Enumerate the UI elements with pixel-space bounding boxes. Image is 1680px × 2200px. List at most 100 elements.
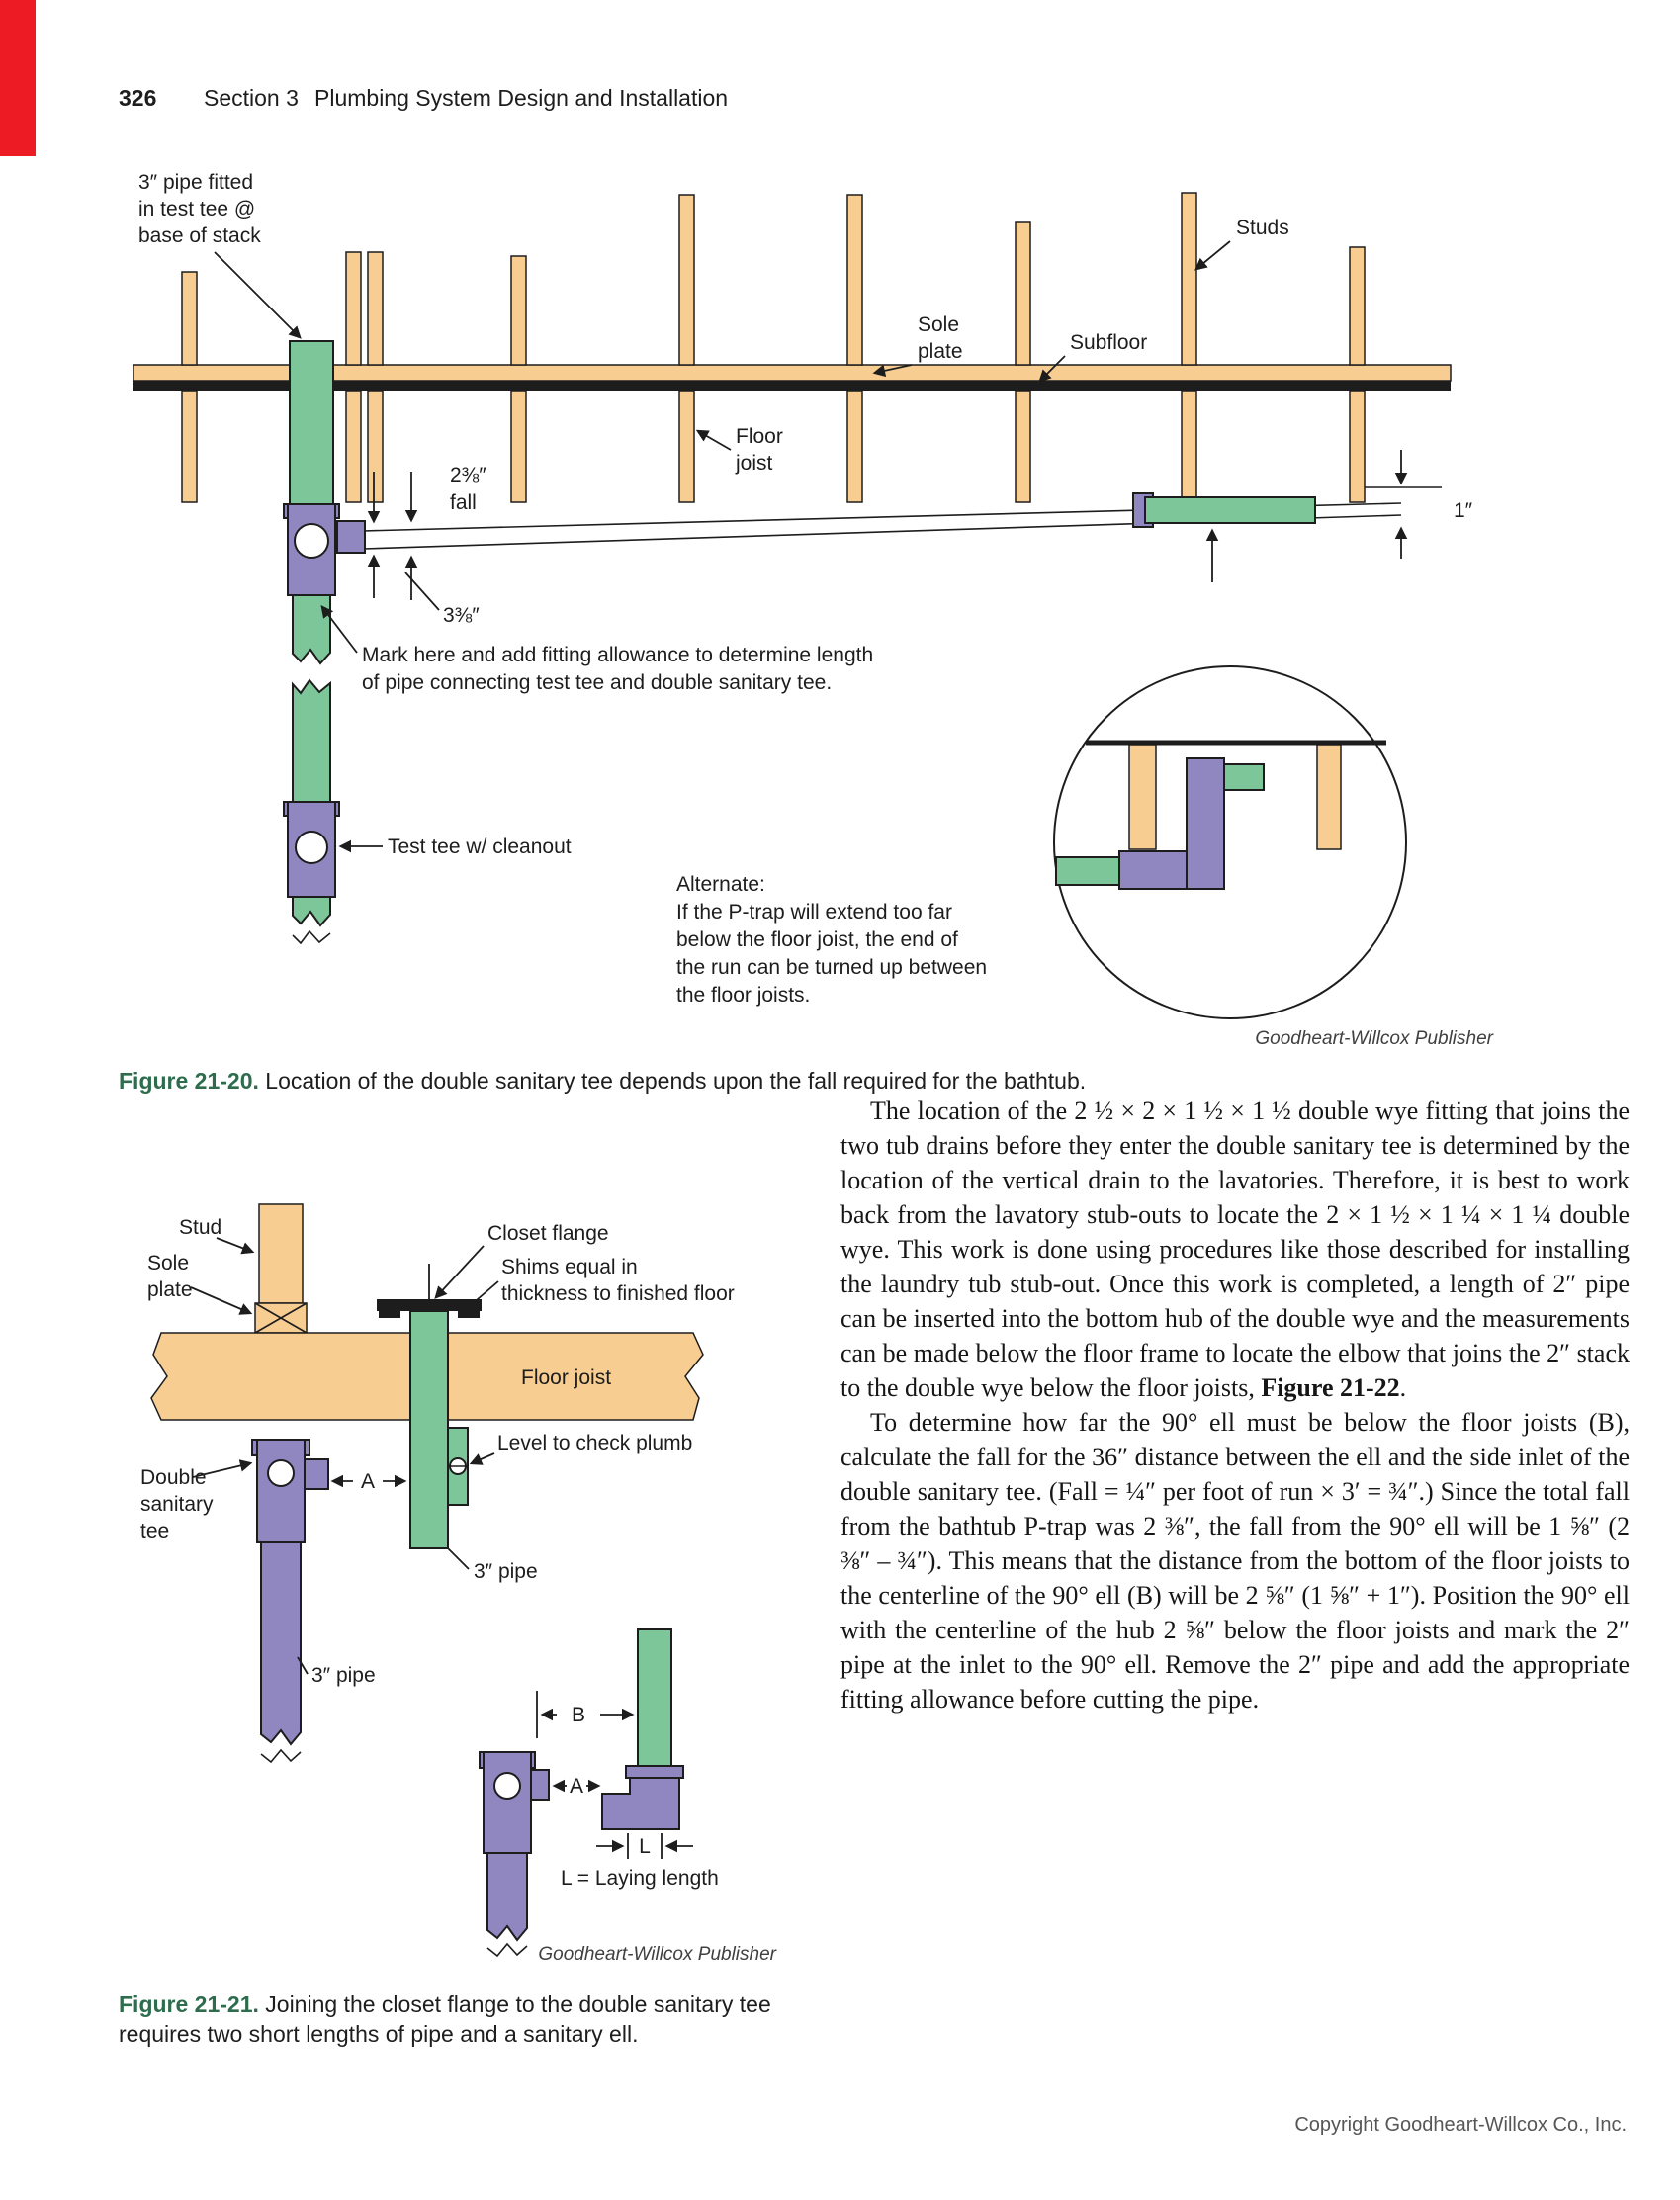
sole-plate-block bbox=[254, 1302, 308, 1334]
detail-tee bbox=[479, 1751, 550, 1854]
level-tool bbox=[447, 1427, 469, 1506]
fig20-callouts: 3″ pipe fitted in test tee @ base of sta… bbox=[138, 171, 1289, 1007]
label-mark-here-2: of pipe connecting test tee and double s… bbox=[362, 671, 832, 694]
double-sanitary-tee bbox=[251, 1439, 329, 1543]
para1-text: The location of the 2 ½ × 2 × 1 ½ × 1 ½ … bbox=[840, 1097, 1630, 1402]
ell-hub bbox=[625, 1765, 684, 1779]
stud bbox=[258, 1203, 304, 1304]
stack-pipe-below-tee bbox=[260, 1541, 302, 1746]
label-alternate-5: the floor joists. bbox=[676, 984, 810, 1007]
ell-inlet-pipe bbox=[637, 1628, 672, 1767]
chapter-title: Plumbing System Design and Installation bbox=[314, 85, 729, 111]
label-double-tee-1: Double bbox=[140, 1466, 207, 1489]
label-test-tee: Test tee w/ cleanout bbox=[388, 836, 572, 858]
shim-left bbox=[379, 1311, 400, 1318]
label-sole-plate-2: plate bbox=[147, 1278, 193, 1301]
fall-dimension-right: 1″ bbox=[1205, 450, 1473, 582]
label-3-3-8: 3⅜″ bbox=[443, 604, 480, 627]
label-fall-word: fall bbox=[450, 491, 477, 514]
fig21-credit: Goodheart-Willcox Publisher bbox=[538, 1944, 776, 1965]
figure-21-21-diagram: Floor joist A bbox=[140, 1203, 735, 1958]
label-double-tee-3: tee bbox=[140, 1520, 169, 1542]
fig20-caption: Figure 21-20. Location of the double san… bbox=[119, 1066, 1572, 1096]
page-number: 326 bbox=[119, 85, 157, 111]
tee-side-outlet bbox=[336, 520, 366, 554]
tee-hub-opening bbox=[294, 523, 329, 559]
fig21-callouts: Stud Sole plate Closet flange Shims equa… bbox=[140, 1216, 735, 1687]
body-text-column: The location of the 2 ½ × 2 × 1 ½ × 1 ½ … bbox=[840, 1094, 1630, 1716]
cleanout-opening bbox=[295, 831, 328, 864]
figure-21-20-diagram: 2⅜″ fall 3⅜″ 1″ 3″ pipe fitted in test t… bbox=[133, 171, 1473, 1019]
shim-right bbox=[458, 1311, 480, 1318]
fig20-caption-text: Location of the double sanitary tee depe… bbox=[265, 1068, 1087, 1094]
label-1-inch: 1″ bbox=[1454, 499, 1473, 522]
label-floor-joist-2: joist bbox=[735, 452, 773, 475]
stack-pipe-break-top bbox=[292, 594, 331, 665]
label-shims-1: Shims equal in bbox=[501, 1256, 638, 1278]
label-shims-2: thickness to finished floor bbox=[501, 1282, 735, 1305]
label-mark-here-1: Mark here and add fitting allowance to d… bbox=[362, 644, 873, 666]
detail-inlet-pipe bbox=[1055, 856, 1122, 886]
label-sole-plate-1: Sole bbox=[918, 313, 959, 336]
label-studs: Studs bbox=[1236, 217, 1289, 239]
label-a1: A bbox=[361, 1470, 375, 1493]
fig21-caption: Figure 21-21. Joining the closet flange … bbox=[119, 1989, 779, 2049]
p-trap-detail-circle bbox=[1053, 665, 1407, 1019]
fig21-caption-label: Figure 21-21. bbox=[119, 1991, 259, 2017]
stack-pipe-stub bbox=[292, 896, 331, 927]
test-tee bbox=[283, 801, 340, 898]
label-alternate-2: If the P-trap will extend too far bbox=[676, 901, 952, 924]
label-closet-flange: Closet flange bbox=[487, 1222, 609, 1245]
fall-dimension-left: 2⅜″ fall 3⅜″ bbox=[367, 464, 486, 627]
floor-joists bbox=[181, 390, 1366, 503]
label-level: Level to check plumb bbox=[497, 1432, 692, 1454]
label-fall-value: 2⅜″ bbox=[450, 464, 486, 486]
detail-joist-right bbox=[1316, 744, 1342, 850]
label-a2: A bbox=[570, 1775, 583, 1798]
label-laying-length: L = Laying length bbox=[561, 1867, 719, 1890]
label-floor-joist: Floor joist bbox=[521, 1366, 611, 1389]
label-pipe-fitted-3: base of stack bbox=[138, 224, 261, 247]
para1-period: . bbox=[1399, 1373, 1407, 1402]
label-3in-pipe-purple: 3″ pipe bbox=[311, 1664, 376, 1687]
label-stud: Stud bbox=[179, 1216, 221, 1239]
closet-flange bbox=[377, 1264, 482, 1318]
label-subfloor: Subfloor bbox=[1070, 331, 1147, 354]
chapter-edge-tab bbox=[0, 0, 36, 156]
soil-stack bbox=[283, 340, 366, 945]
label-double-tee-2: sanitary bbox=[140, 1493, 214, 1516]
label-alternate-1: Alternate: bbox=[676, 873, 765, 896]
dimension-b: B bbox=[536, 1691, 635, 1738]
closet-riser-pipe bbox=[409, 1310, 449, 1549]
fig20-caption-label: Figure 21-20. bbox=[119, 1068, 259, 1094]
tee-side-outlet bbox=[304, 1458, 329, 1490]
p-trap-riser bbox=[1186, 757, 1225, 890]
label-alternate-3: below the floor joist, the end of bbox=[676, 928, 958, 951]
body-paragraph-2: To determine how far the 90° ell must be… bbox=[840, 1408, 1630, 1714]
label-b: B bbox=[572, 1704, 585, 1726]
label-l: L bbox=[639, 1835, 651, 1858]
section-label: Section 3 bbox=[204, 85, 299, 111]
detail-pipe-below bbox=[486, 1852, 528, 1942]
stack-pipe-upper bbox=[289, 340, 334, 506]
dimension-a-lower: A bbox=[552, 1775, 601, 1798]
double-sanitary-tee bbox=[283, 503, 366, 596]
fig20-credit: Goodheart-Willcox Publisher bbox=[1255, 1028, 1493, 1049]
floor-framing bbox=[133, 192, 1452, 503]
stack-pipe-break-bottom bbox=[292, 678, 331, 803]
fig21-caption-text: Joining the closet flange to the double … bbox=[119, 1991, 771, 2047]
body-paragraph-1: The location of the 2 ½ × 2 × 1 ½ × 1 ½ … bbox=[840, 1094, 1630, 1405]
figure-reference: Figure 21-22 bbox=[1261, 1373, 1400, 1402]
pipe-break-line bbox=[260, 1748, 302, 1764]
detail-outlet-pipe bbox=[1223, 763, 1265, 791]
studs bbox=[181, 192, 1366, 366]
label-3in-pipe-green: 3″ pipe bbox=[474, 1560, 538, 1583]
label-floor-joist-1: Floor bbox=[736, 425, 783, 448]
copyright-notice: Copyright Goodheart-Willcox Co., Inc. bbox=[1294, 2114, 1627, 2136]
label-sole-plate-2: plate bbox=[918, 340, 963, 363]
detail-tee-outlet bbox=[530, 1769, 550, 1801]
label-pipe-fitted-2: in test tee @ bbox=[138, 198, 255, 220]
pipe-break-line bbox=[292, 929, 331, 945]
tee-hub-opening bbox=[267, 1459, 295, 1487]
